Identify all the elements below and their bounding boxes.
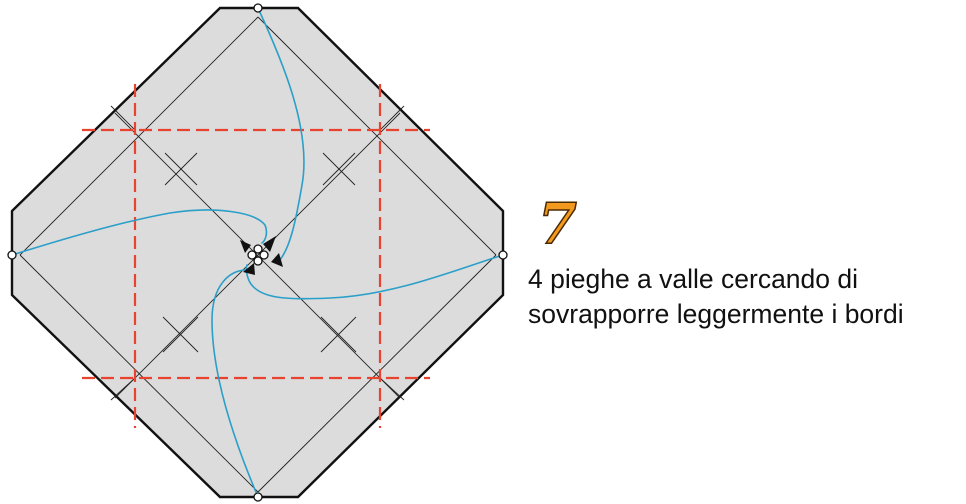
crease-cross-nw-b: [164, 152, 198, 186]
point-center-n: [253, 244, 263, 254]
arrowhead-top: [271, 253, 283, 267]
point-center-w: [247, 250, 257, 260]
point-top: [253, 3, 263, 13]
crease-inner-nw: [19, 16, 259, 256]
step-instruction: 4 pieghe a valle cercando di sovrapporre…: [528, 262, 904, 332]
valley-fold-lines: [82, 84, 430, 428]
crease-cross-se-b: [320, 316, 357, 353]
point-center-e: [259, 250, 269, 260]
crease-inner-se: [257, 254, 497, 493]
arrowhead-right: [243, 263, 255, 275]
point-left: [7, 250, 17, 260]
point-right: [498, 250, 508, 260]
arrow-path-left: [11, 209, 268, 256]
crease-lines: [19, 16, 497, 493]
instruction-line-2: sovrapporre leggermente i bordi: [528, 299, 904, 329]
arrow-path-top: [257, 7, 305, 263]
crease-corner-ne: [379, 105, 405, 131]
crease-corner-nw: [110, 105, 136, 131]
arrowhead-bottom: [240, 240, 251, 253]
crease-corner-se: [379, 377, 405, 401]
arrowheads: [240, 236, 283, 275]
crease-cross-sw-b: [162, 316, 199, 353]
arrowhead-left: [263, 236, 276, 252]
reference-points: [7, 3, 508, 502]
instruction-line-1: 4 pieghe a valle cercando di: [528, 264, 859, 294]
arrow-path-bottom: [211, 269, 259, 498]
crease-cross-ne-b: [322, 152, 356, 186]
point-center-s: [253, 256, 263, 266]
point-bottom: [253, 492, 263, 502]
crease-corner-sw: [110, 377, 136, 401]
step-number: 7: [537, 191, 577, 257]
crease-diagonal-anti: [114, 112, 401, 399]
